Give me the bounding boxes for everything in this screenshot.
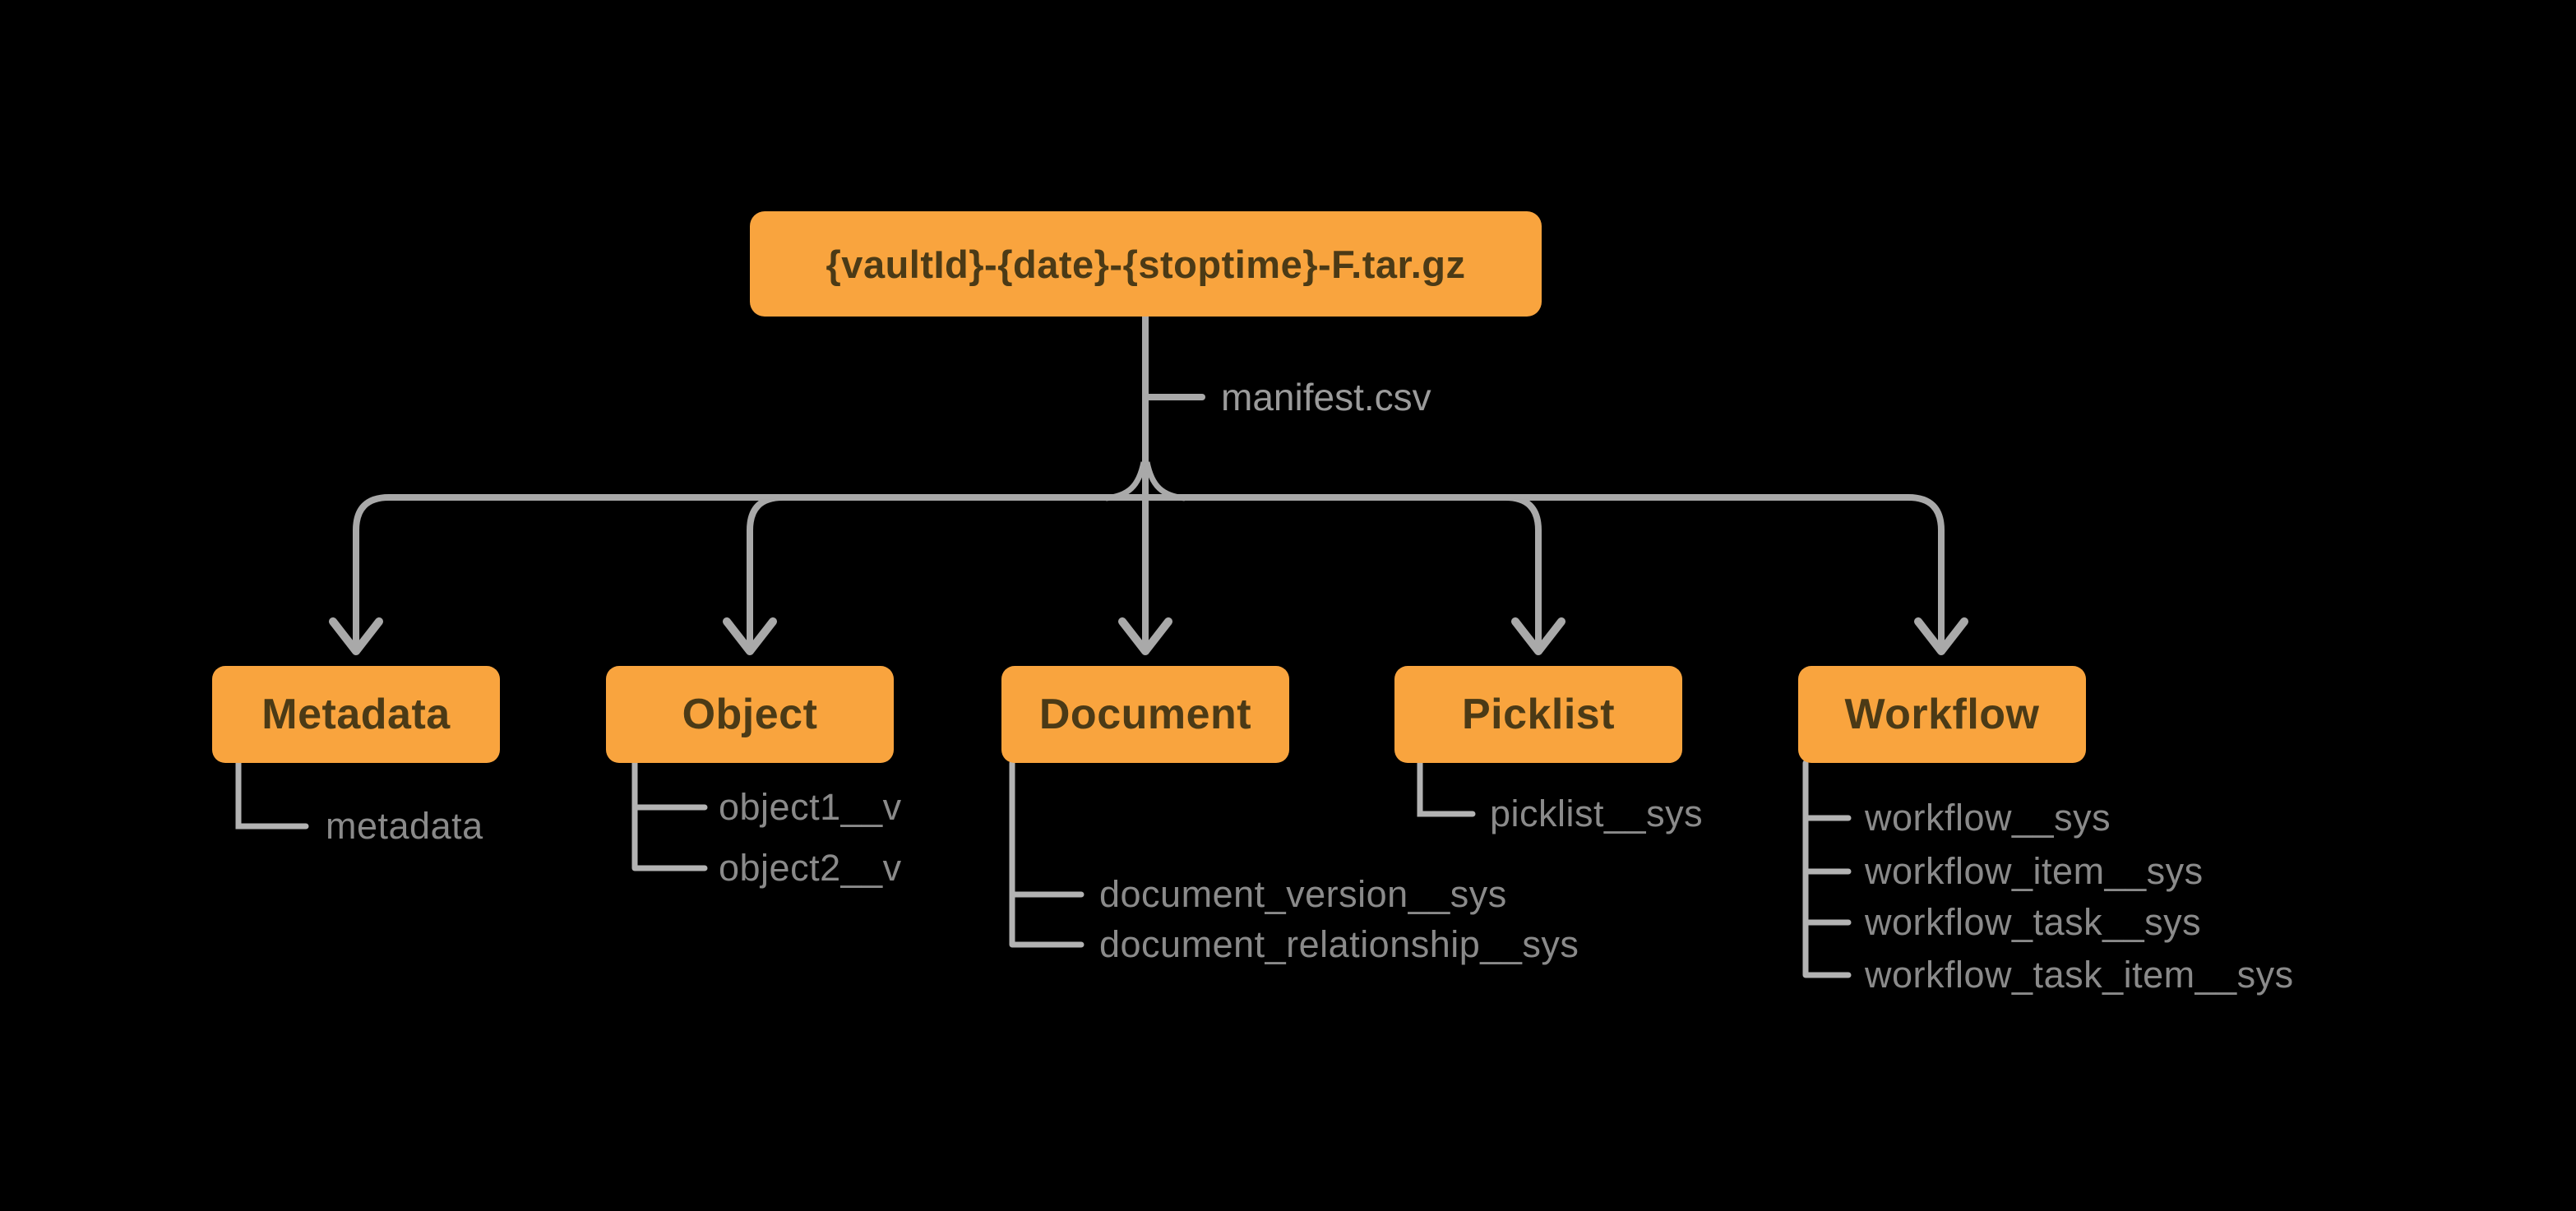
tree-item: object2__v [719,847,902,889]
arrow-down-icon [329,617,383,655]
trunk-flare-left [1105,461,1147,502]
branch-picklist-line [1505,494,1542,651]
subtree-workflow-line [1802,760,1852,978]
subtree-metadata-line [235,760,309,830]
node-object: Object [606,666,894,763]
node-picklist: Picklist [1394,666,1682,763]
arrow-down-icon [723,617,777,655]
subtree-document-line [1009,760,1085,948]
node-label: Picklist [1461,691,1616,738]
tree-item: object1__v [719,786,902,828]
arrow-down-icon [1914,617,1968,655]
tree-item: workflow_task__sys [1865,901,2202,943]
branch-object-line [747,494,784,651]
root-node-archive: {vaultId}-{date}-{stoptime}-F.tar.gz [750,211,1542,317]
subtree-picklist-line [1417,760,1476,817]
tree-item: metadata [326,805,483,847]
node-document: Document [1001,666,1289,763]
node-metadata: Metadata [212,666,500,763]
node-label: Document [1038,691,1252,738]
tree-item: picklist__sys [1490,793,1704,834]
subtree-object-line [631,760,708,871]
node-label: Metadata [261,691,451,738]
arrow-down-icon [1118,617,1172,655]
node-label: Object [682,691,818,738]
tree-item: document_relationship__sys [1099,923,1579,965]
node-label: Workflow [1844,691,2040,738]
tree-item: workflow_item__sys [1865,850,2204,892]
tree-item: workflow_task_item__sys [1865,954,2294,996]
manifest-label: manifest.csv [1221,376,1431,418]
root-node-label: {vaultId}-{date}-{stoptime}-F.tar.gz [826,242,1466,286]
arrow-down-icon [1511,617,1565,655]
tree-item: document_version__sys [1099,873,1507,915]
tree-item: workflow__sys [1865,797,2111,839]
trunk-flare-right [1144,461,1186,502]
bus-line [353,494,1945,651]
node-workflow: Workflow [1798,666,2086,763]
